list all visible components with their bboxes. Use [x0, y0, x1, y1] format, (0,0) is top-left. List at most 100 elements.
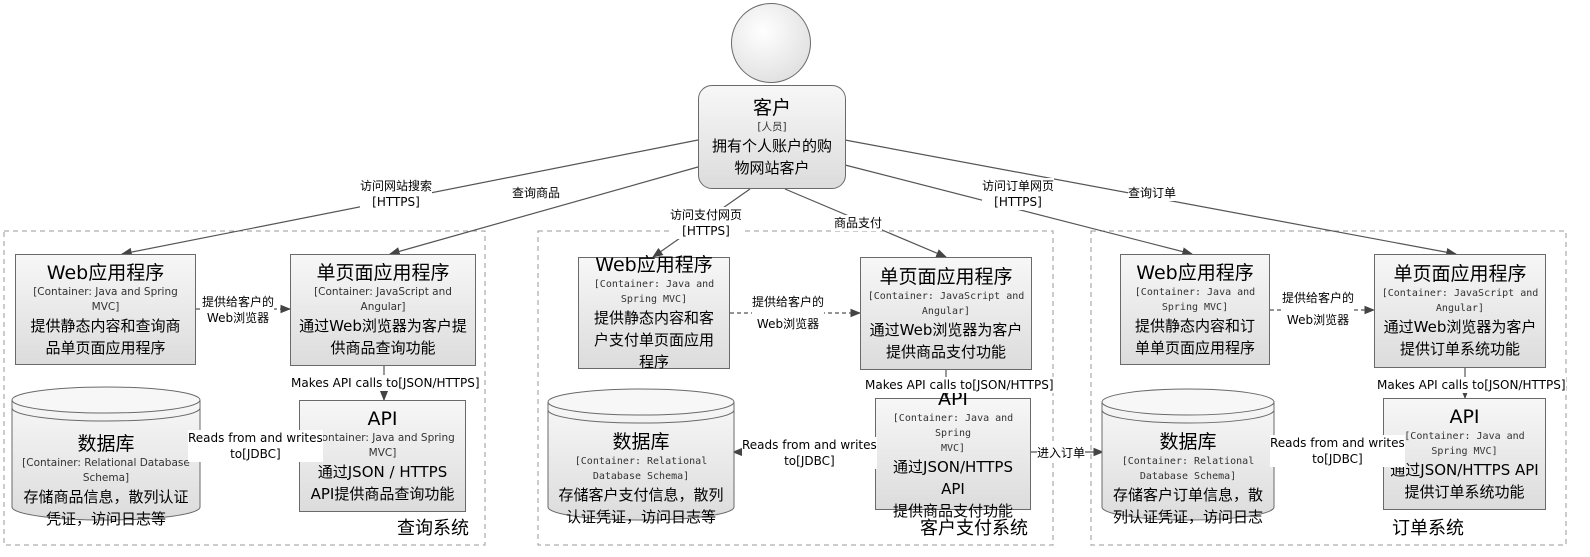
label-visit-order: 访问订单网页[HTTPS] — [982, 178, 1055, 210]
sys2-web-title: Web应用程序 — [595, 254, 713, 276]
sys3-web-tech2: Spring MVC] — [1161, 301, 1229, 313]
label-query-goods: 查询商品 — [512, 185, 561, 201]
sys2-web-tech2: Spring MVC] — [620, 294, 688, 305]
sys2-db-tech1: [Container: Relational — [574, 456, 708, 467]
sys2-web-app[interactable]: Web应用程序 [Container: Java and Spring MVC]… — [578, 254, 730, 371]
sys3-api-desc2: 提供订单系统功能 — [1404, 483, 1525, 501]
boundary-order-system — [1090, 230, 1567, 546]
sys2-spa-title: 单页面应用程序 — [879, 265, 1013, 288]
sys2-title: 客户支付系统 — [920, 518, 1028, 539]
sys3-web-desc1: 提供静态内容和订 — [1134, 316, 1255, 335]
sys2-web-tech1: [Container: Java and — [593, 279, 715, 290]
sys3-web-desc2: 单单页面应用程序 — [1134, 338, 1255, 357]
sys2-web-desc3: 程序 — [638, 353, 669, 371]
sys2-label-spa-api: Makes API calls to[JSON/HTTPS] — [865, 377, 1054, 393]
sys2-database[interactable]: 数据库 [Container: Relational Database Sche… — [548, 430, 734, 528]
sys2-api-title: API — [937, 387, 969, 410]
sys2-api[interactable]: API [Container: Java and Spring MVC] 通过J… — [875, 388, 1031, 520]
sys3-api[interactable]: API [Container: Java and Spring MVC] 通过J… — [1383, 398, 1546, 510]
sys1-database[interactable]: 数据库 [Container: Relational Database Sche… — [12, 432, 200, 530]
sys3-db-tech2: Database Schema] — [1139, 471, 1237, 482]
sys2-db-tech2: Database Schema] — [592, 471, 690, 482]
sys3-db-title: 数据库 — [1159, 431, 1217, 453]
db2-cylinder — [547, 388, 735, 521]
sys1-spa-title: 单页面应用程序 — [316, 262, 450, 284]
sys1-api-tech1: [Container: Java and Spring — [310, 432, 455, 444]
db3-cylinder — [1101, 388, 1275, 521]
sys3-spa-desc1: 通过Web浏览器为客户 — [1383, 318, 1537, 336]
sys2-api-desc1: 通过JSON/HTTPS API — [893, 457, 1013, 498]
sys3-label-spa-api: Makes API calls to[JSON/HTTPS] — [1377, 377, 1566, 393]
sys2-web-desc1: 提供静态内容和客 — [593, 309, 714, 327]
sys3-api-title: API — [1449, 406, 1480, 428]
sys3-db-desc1: 存储客户订单信息，散 — [1112, 486, 1263, 504]
sys3-title: 订单系统 — [1392, 518, 1464, 539]
sys1-web-desc2: 品单页面应用程序 — [45, 338, 166, 357]
sys3-spa-title: 单页面应用程序 — [1393, 263, 1527, 285]
sys3-web-title: Web应用程序 — [1136, 261, 1254, 284]
sys1-db-desc1: 存储商品信息，散列认证 — [23, 488, 189, 506]
sys2-api-desc2: 提供商品支付功能 — [892, 501, 1013, 520]
sys2-db-desc1: 存储客户支付信息，散列 — [558, 486, 724, 504]
sys1-db-desc2: 凭证，访问日志等 — [45, 510, 166, 528]
sys3-spa[interactable]: 单页面应用程序 [Container: JavaScript and Angul… — [1374, 254, 1546, 368]
sys3-spa-tech2: Angular] — [1435, 303, 1485, 314]
sys3-api-desc1: 通过JSON/HTTPS API — [1390, 461, 1539, 479]
sys1-web-app[interactable]: Web应用程序 [Container: Java and Spring MVC]… — [15, 254, 196, 365]
cross-label-enter-order: 进入订单 — [1037, 445, 1086, 461]
sys3-web-tech1: [Container: Java and — [1134, 286, 1256, 298]
person-title: 客户 — [752, 96, 791, 119]
sys2-web-desc2: 户支付单页面应用 — [593, 331, 714, 349]
sys1-api-desc1: 通过JSON / HTTPS — [317, 463, 448, 481]
person-tag: [人员] — [757, 120, 787, 133]
sys1-api[interactable]: API [Container: Java and Spring MVC] 通过J… — [299, 400, 466, 512]
person-customer[interactable]: 客户 [人员] 拥有个人账户的购 物网站客户 — [698, 85, 846, 189]
sys3-api-tech1: [Container: Java and — [1404, 431, 1525, 442]
sys1-web-tech: [Container: Java and Spring MVC] — [33, 285, 178, 313]
sys1-spa-desc2: 供商品查询功能 — [330, 339, 436, 357]
sys1-spa[interactable]: 单页面应用程序 [Container: JavaScript and Angul… — [290, 254, 476, 366]
sys1-spa-tech: [Container: JavaScript and Angular] — [314, 286, 452, 313]
sys1-api-tech2: MVC] — [368, 447, 397, 459]
sys1-db-title: 数据库 — [77, 433, 135, 455]
sys2-spa-desc1: 通过Web浏览器为客户 — [869, 320, 1023, 339]
label-query-order: 查询订单 — [1128, 185, 1177, 201]
sys1-db-tech2: Schema] — [82, 472, 130, 484]
edge-person-spa1 — [388, 164, 706, 256]
db1-cylinder — [11, 386, 201, 521]
sys3-spa-desc2: 提供订单系统功能 — [1399, 340, 1520, 358]
sys2-spa-desc2: 提供商品支付功能 — [885, 342, 1006, 361]
label-visit-pay: 访问支付网页[HTTPS] — [670, 207, 743, 239]
sys2-spa-tech1: [Container: JavaScript and — [867, 290, 1025, 302]
sys2-spa[interactable]: 单页面应用程序 [Container: JavaScript and Angul… — [860, 257, 1032, 370]
sys1-web-desc1: 提供静态内容和查询商 — [30, 316, 181, 335]
label-goods-pay: 商品支付 — [834, 215, 883, 231]
sys1-api-desc2: API提供商品查询功能 — [310, 485, 455, 503]
boundary-query-system — [3, 230, 486, 546]
sys3-spa-tech1: [Container: JavaScript and — [1381, 288, 1539, 299]
sys3-db-tech1: [Container: Relational — [1121, 456, 1255, 467]
sys3-api-tech2: Spring MVC] — [1431, 446, 1498, 457]
person-desc-line1: 拥有个人账户的购 — [711, 136, 832, 155]
sys3-db-desc2: 列认证凭证，访问日志 — [1112, 508, 1263, 526]
sys1-title: 查询系统 — [397, 518, 469, 539]
person-head-icon — [731, 3, 811, 83]
sys3-web-app[interactable]: Web应用程序 [Container: Java and Spring MVC]… — [1120, 254, 1270, 365]
person-desc-line2: 物网站客户 — [734, 158, 810, 177]
sys2-api-tech2: MVC] — [940, 442, 966, 454]
sys1-label-spa-api: Makes API calls to[JSON/HTTPS] — [291, 375, 480, 391]
sys1-db-tech1: [Container: Relational Database — [22, 457, 190, 469]
sys3-database[interactable]: 数据库 [Container: Relational Database Sche… — [1102, 430, 1274, 528]
sys2-db-title: 数据库 — [612, 431, 670, 453]
sys1-web-title: Web应用程序 — [46, 261, 165, 284]
sys1-api-title: API — [367, 408, 398, 430]
sys1-spa-desc1: 通过Web浏览器为客户提 — [299, 317, 467, 335]
sys2-db-desc2: 认证凭证，访问日志等 — [565, 508, 716, 526]
